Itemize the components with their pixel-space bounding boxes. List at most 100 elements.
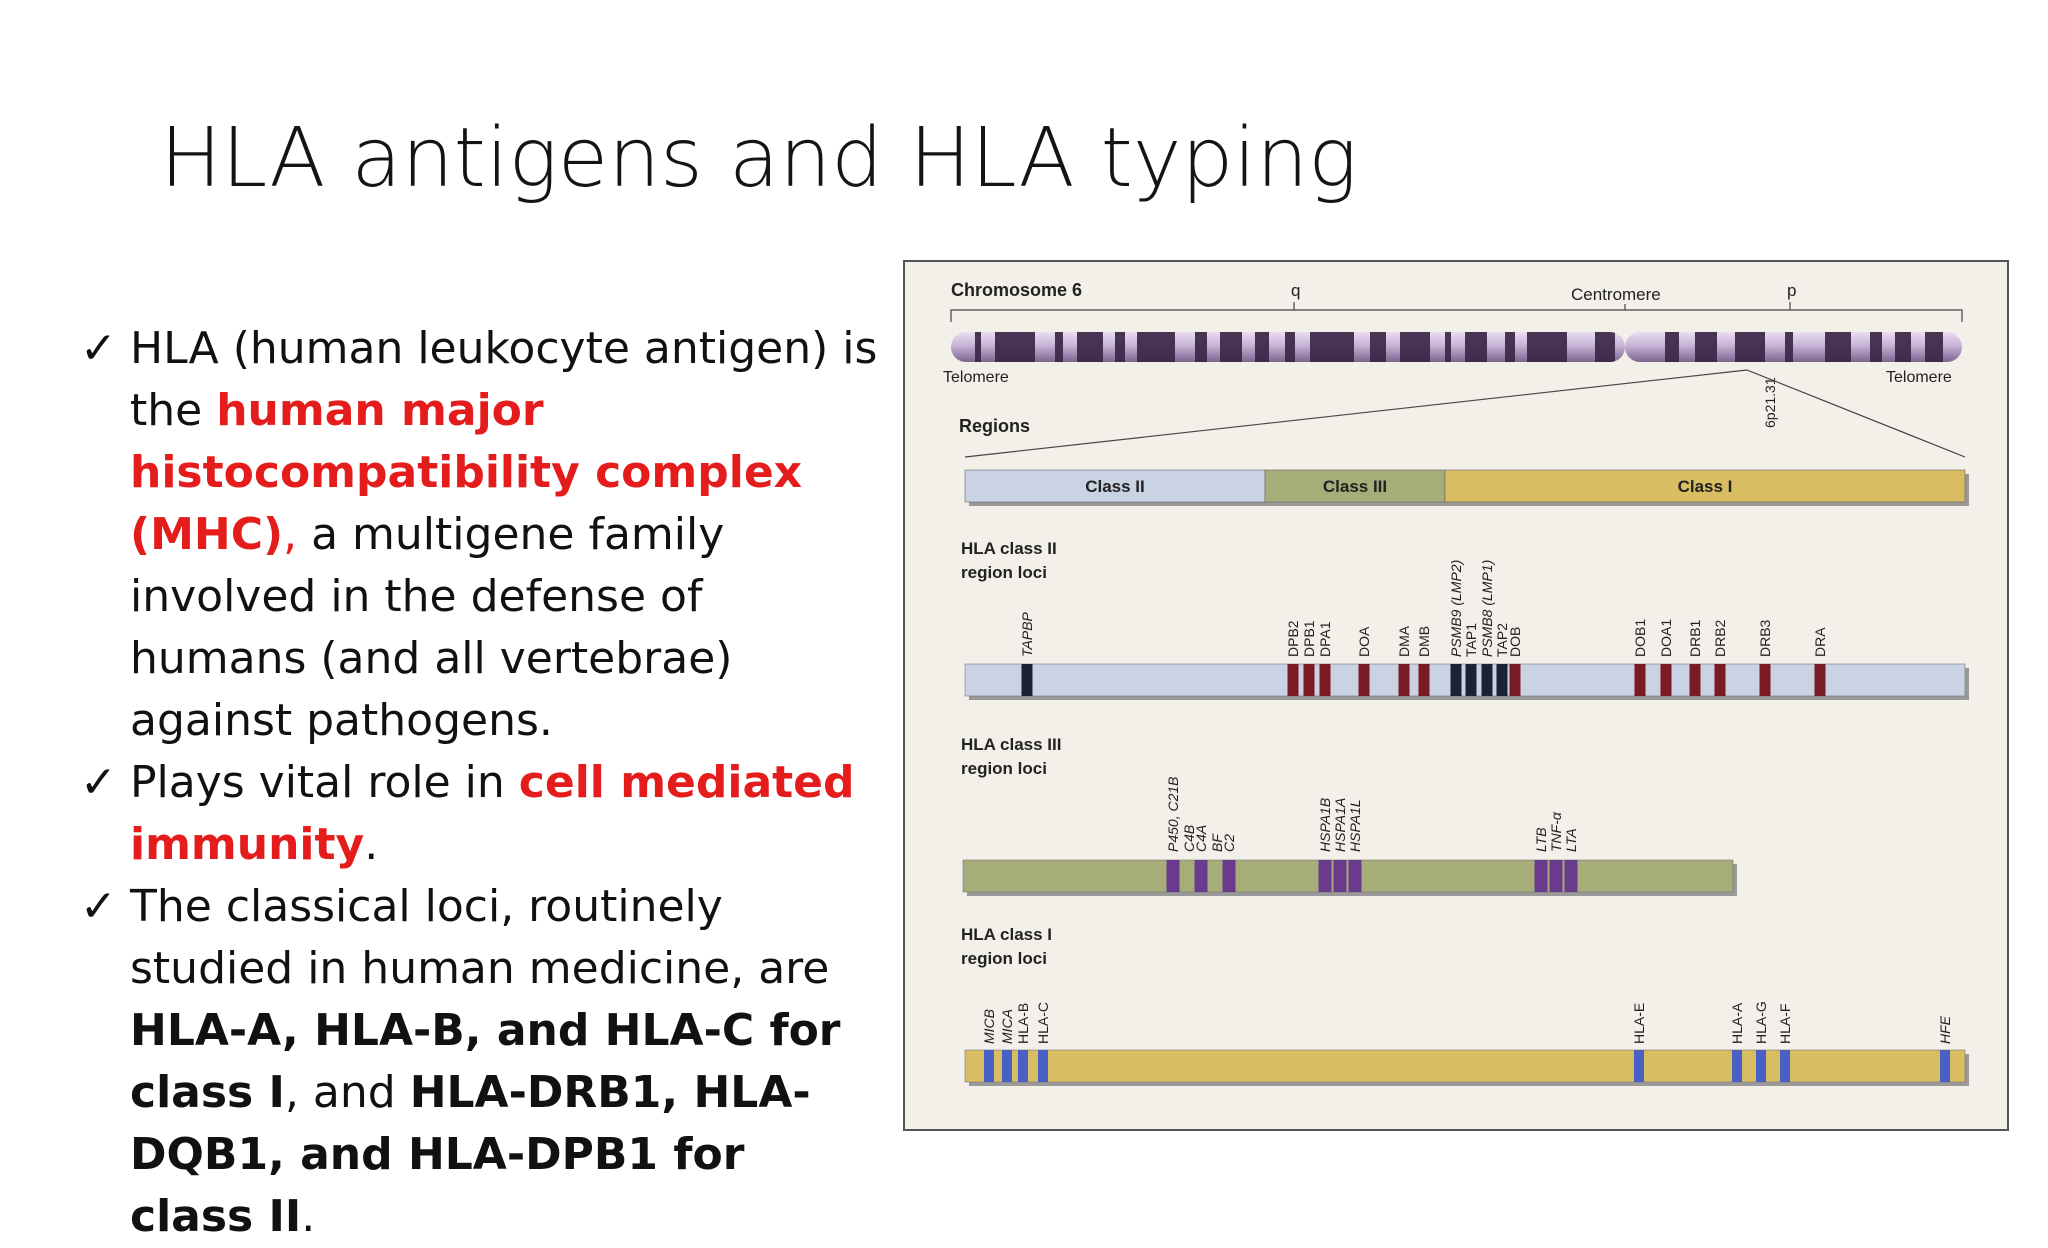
chromosome-label: Chromosome 6 (951, 280, 1082, 300)
chromosome-bracket (950, 309, 1963, 322)
band-6p21-label: 6p21.31 (1762, 377, 1778, 428)
class3-gene-label: HSPA1L (1347, 799, 1363, 852)
slide-title: HLA antigens and HLA typing (160, 111, 1358, 206)
class2-gene-label: DRA (1812, 627, 1828, 657)
class1-gene-label: HLA-B (1015, 1003, 1031, 1044)
bullet-text-segment: HLA-A, HLA-B, and HLA-C for class I (130, 1005, 841, 1118)
class2-marker (1418, 664, 1430, 696)
bullet-text-segment: The classical loci, routinely studied in… (130, 881, 830, 994)
class3-gene-label: TNF-α (1548, 811, 1564, 852)
bullet-item-2: ✓ Plays vital role in cell mediated immun… (80, 752, 880, 876)
class1-title-line1: HLA class I (961, 925, 1052, 944)
telomere-left-label: Telomere (943, 369, 1009, 386)
bullet-text-segment: . (301, 1191, 316, 1242)
chromosome-band (1895, 332, 1911, 362)
class3-marker (1534, 860, 1548, 892)
chromosome-band (1695, 332, 1717, 362)
bullet-list: ✓ HLA (human leukocyte antigen) is the hu… (80, 318, 880, 1248)
chromosome-band (1925, 332, 1943, 362)
class2-marker (1021, 664, 1033, 696)
checkmark-icon: ✓ (80, 323, 117, 374)
class2-gene-label: DRB3 (1757, 619, 1773, 657)
class1-marker (1756, 1050, 1766, 1082)
class2-marker (1689, 664, 1701, 696)
class3-gene-label: LTA (1563, 828, 1579, 852)
class2-gene-label: DRB2 (1712, 619, 1728, 657)
class3-marker (1166, 860, 1180, 892)
chromosome-band (1595, 332, 1615, 362)
class3-marker (1318, 860, 1332, 892)
chromosome-band (1445, 332, 1451, 362)
class3-marker (1549, 860, 1563, 892)
class3-marker (1564, 860, 1578, 892)
class2-marker (1319, 664, 1331, 696)
region-3-label: Class I (1678, 477, 1733, 496)
class3-gene-label: C4A (1193, 825, 1209, 852)
chromosome-band (1077, 332, 1103, 362)
chromosome-band (995, 332, 1035, 362)
chromosome-band (975, 332, 981, 362)
class2-gene-label: DOB (1507, 627, 1523, 657)
class2-marker (1481, 664, 1493, 696)
class2-marker (1634, 664, 1646, 696)
bullet-text-segment: , and (284, 1067, 410, 1118)
bullet-text-segment: Plays vital role in (130, 757, 519, 808)
class3-gene-label: C4B (1181, 825, 1197, 852)
chromosome-band (1527, 332, 1567, 362)
chromosome-band (1505, 332, 1515, 362)
bullet-text-segment: cell mediated immunity (130, 757, 855, 870)
class1-gene-label: HLA-G (1753, 1001, 1769, 1044)
class3-marker (1348, 860, 1362, 892)
region-3-bar (1444, 469, 1966, 503)
class2-gene-label: DOA (1356, 626, 1372, 657)
class1-marker (1018, 1050, 1028, 1082)
bullet-item-3: ✓ The classical loci, routinely studied i… (80, 876, 880, 1248)
class2-gene-label: TAP1 (1463, 623, 1479, 657)
class1-gene-label: HLA-E (1631, 1003, 1647, 1044)
class2-gene-label: TAPBP (1019, 611, 1035, 657)
bullet-item-1: ✓ HLA (human leukocyte antigen) is the hu… (80, 318, 880, 752)
class2-marker (1714, 664, 1726, 696)
chromosome-band (1785, 332, 1793, 362)
class2-marker (1759, 664, 1771, 696)
checkmark-icon: ✓ (80, 881, 117, 932)
regions-label: Regions (959, 416, 1030, 436)
chromosome-band (1465, 332, 1487, 362)
chromosome-band (1137, 332, 1175, 362)
chromosome-band (1055, 332, 1063, 362)
class2-title-line2: region loci (961, 563, 1047, 582)
class2-gene-label: DPA1 (1317, 621, 1333, 657)
class2-gene-label: DOB1 (1632, 619, 1648, 657)
bullet-text-segment: a multigene family involved in the defen… (130, 509, 733, 746)
class2-gene-label: DPB2 (1285, 620, 1301, 657)
class1-gene-label: MICB (981, 1009, 997, 1044)
p-arm-label: p (1787, 281, 1796, 300)
class3-title-line1: HLA class III (961, 735, 1061, 754)
class2-marker (1465, 664, 1477, 696)
chromosome-band (1870, 332, 1882, 362)
class1-gene-label: HFE (1937, 1015, 1953, 1044)
class2-marker (1287, 664, 1299, 696)
class2-gene-label: DPB1 (1301, 620, 1317, 657)
class2-marker (1496, 664, 1508, 696)
class1-gene-label: HLA-A (1729, 1002, 1745, 1044)
bullet-text-segment: human major histocompatibility complex (… (130, 385, 803, 560)
chromosome-band (1665, 332, 1679, 362)
chromosome-band (1195, 332, 1207, 362)
class2-gene-label: DMB (1416, 626, 1432, 657)
chromosome-band (1255, 332, 1269, 362)
region-1-bar (964, 469, 1266, 503)
bullet-text-segment: HLA (human leukocyte antigen) is the (130, 323, 878, 436)
chromosome-band (1285, 332, 1295, 362)
class3-gene-label: HSPA1A (1332, 798, 1348, 852)
class1-marker (1780, 1050, 1790, 1082)
class2-marker (1450, 664, 1462, 696)
checkmark-icon: ✓ (80, 757, 117, 808)
class2-gene-label: PSMB9 (LMP2) (1448, 560, 1464, 657)
class2-gene-label: PSMB8 (LMP1) (1479, 560, 1495, 657)
class1-gene-label: HLA-C (1035, 1002, 1051, 1044)
bullet-text-segment: , (283, 509, 298, 560)
q-arm-label: q (1291, 281, 1300, 300)
